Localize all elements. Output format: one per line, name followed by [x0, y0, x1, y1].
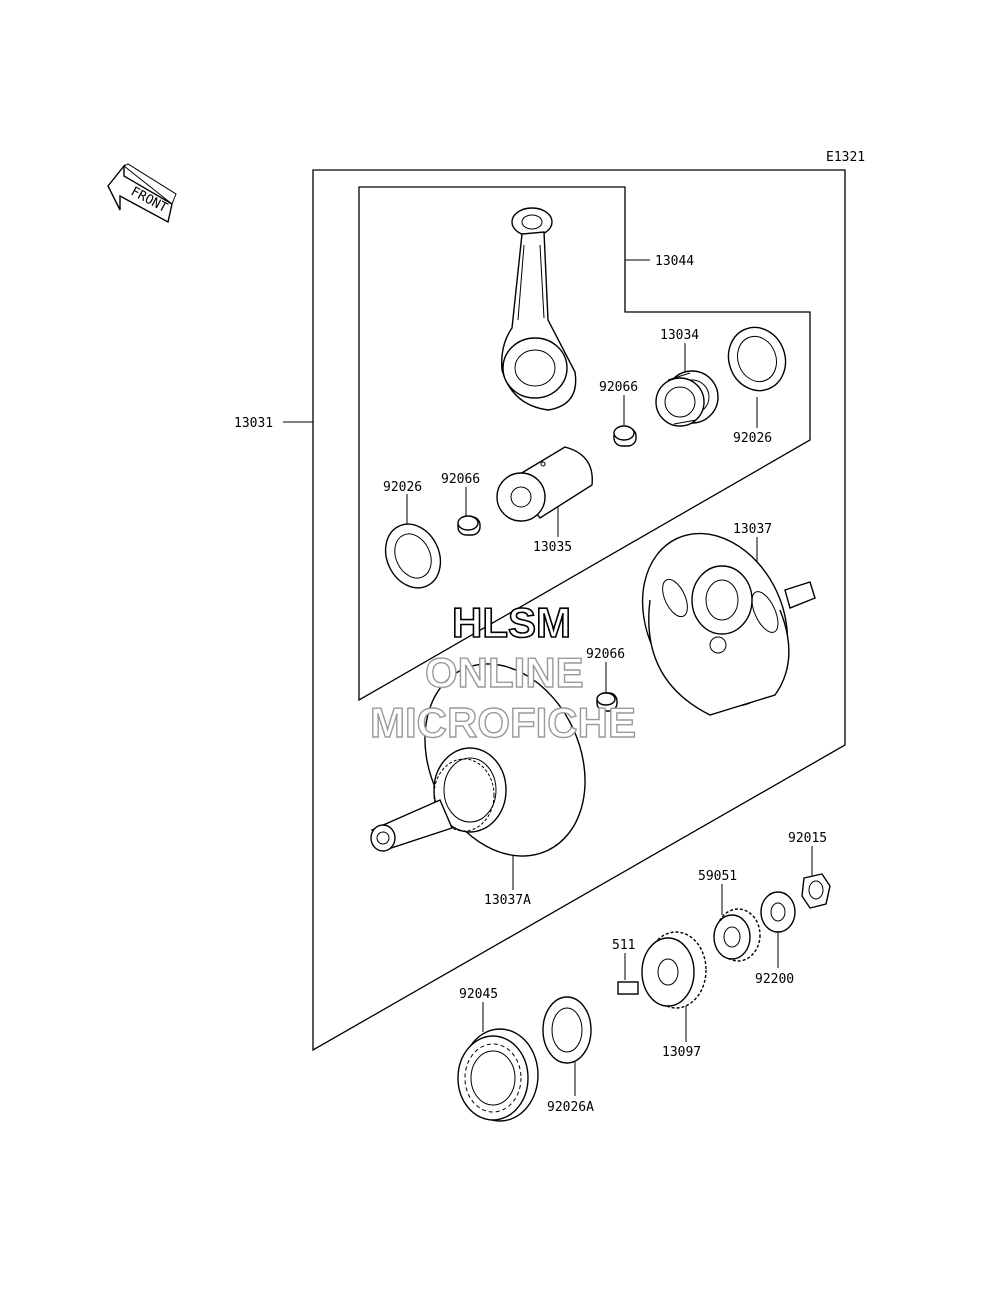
crank-pin: [496, 446, 593, 522]
callout-92066-lower[interactable]: 92066: [586, 647, 625, 662]
callout-92026a[interactable]: 92026A: [547, 1100, 594, 1115]
thrust-washer-upper: [727, 326, 787, 392]
washer-92200: [760, 891, 796, 933]
crankshaft-gear: [641, 931, 707, 1009]
callout-92045[interactable]: 92045: [459, 987, 498, 1002]
ball-bearing: [457, 1028, 539, 1122]
flywheel-left: [370, 663, 586, 857]
callout-92026-upper[interactable]: 92026: [733, 431, 772, 446]
callout-13037a[interactable]: 13037A: [484, 893, 531, 908]
connecting-rod-assembly-boundary: [358, 186, 811, 702]
thrust-washer-left: [384, 523, 442, 589]
flywheel-right: [641, 532, 816, 716]
callout-59051[interactable]: 59051: [698, 869, 737, 884]
balancer-gear: [713, 908, 761, 962]
callout-13097[interactable]: 13097: [662, 1045, 701, 1060]
callout-13044[interactable]: 13044: [655, 254, 694, 269]
front-arrow-icon: FRONT: [107, 163, 177, 224]
needle-bearing: [655, 370, 719, 427]
watermark-line2: ONLINE: [425, 649, 584, 696]
connecting-rod: [501, 207, 577, 411]
callout-92015[interactable]: 92015: [788, 831, 827, 846]
callout-511[interactable]: 511: [612, 938, 635, 953]
callout-13034[interactable]: 13034: [660, 328, 699, 343]
watermark-line3: MICROFICHE: [370, 699, 636, 746]
callout-92066-left[interactable]: 92066: [441, 472, 480, 487]
nut-92015: [801, 873, 831, 909]
callout-13035[interactable]: 13035: [533, 540, 572, 555]
callout-13031[interactable]: 13031: [234, 416, 273, 431]
dowel-pin-lower: [596, 692, 618, 712]
dowel-pin-upper: [613, 425, 637, 447]
crankshaft-assembly-boundary: [312, 169, 846, 1052]
thrust-washer-92026a: [542, 996, 592, 1064]
callout-13037[interactable]: 13037: [733, 522, 772, 537]
watermark: HLSM ONLINE MICROFICHE: [369, 598, 636, 747]
dowel-pin-left: [457, 515, 481, 536]
callout-92026-left[interactable]: 92026: [383, 480, 422, 495]
watermark-line1: HLSM: [452, 599, 571, 646]
diagram-id: E1321: [826, 150, 865, 165]
woodruff-key: [617, 981, 639, 995]
callout-92200[interactable]: 92200: [755, 972, 794, 987]
callout-92066-upper[interactable]: 92066: [599, 380, 638, 395]
leader-lines: [283, 259, 813, 1096]
